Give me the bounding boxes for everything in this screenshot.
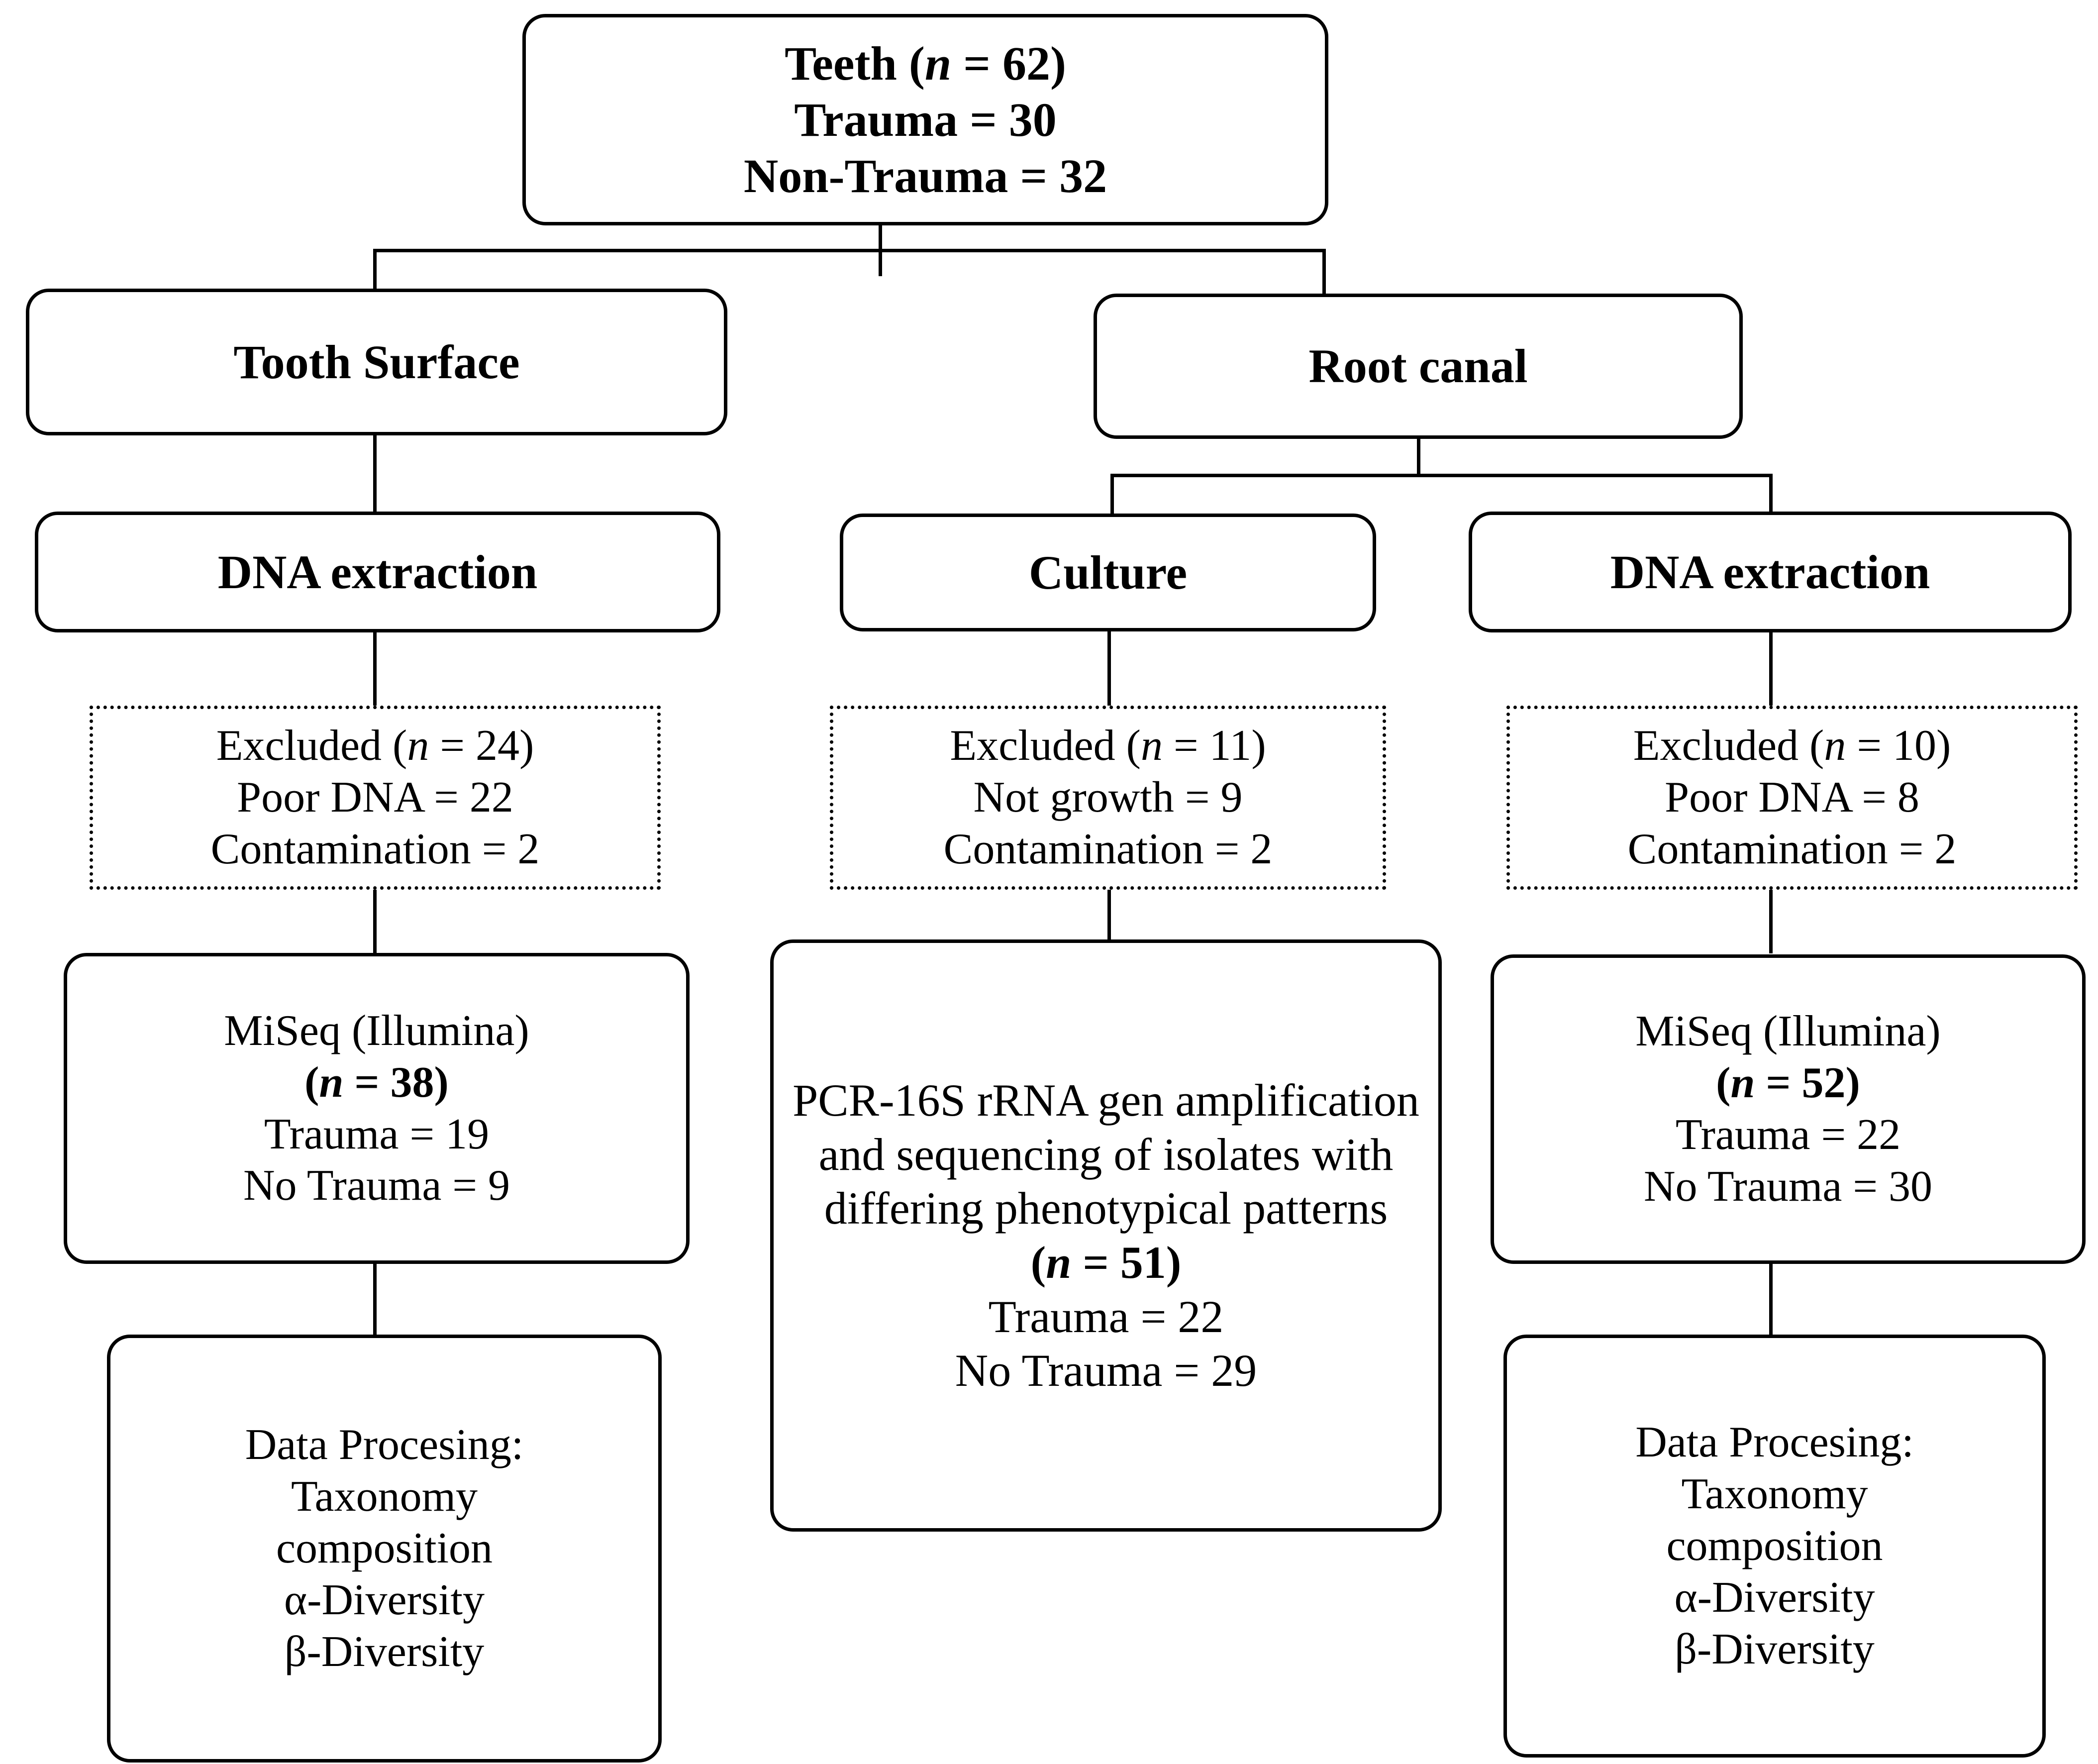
excluded-right-line2: Poor DNA = 8 [1665,773,1919,822]
miseq-left-n-pre: ( [304,1058,319,1107]
node-tooth-surface[interactable]: Tooth Surface [26,289,727,435]
pcr-body-text: PCR-16S rRNA gen amplification and seque… [793,1075,1419,1234]
connector-to-root-canal [1322,249,1326,294]
dataproc-right-line5: β-Diversity [1675,1625,1875,1673]
node-teeth[interactable]: Teeth (n = 62) Trauma = 30 Non-Trauma = … [522,14,1328,225]
miseq-left-n-post: = 38) [343,1058,449,1107]
node-pcr-center[interactable]: PCR-16S rRNA gen amplification and seque… [770,939,1442,1532]
node-dna-extraction-left[interactable]: DNA extraction [35,512,720,632]
connector-excluded-mid-to-pcr [1107,889,1111,943]
dataproc-right-line3: composition [1666,1522,1883,1570]
root-canal-label: Root canal [1308,339,1528,393]
teeth-line1-pre: Teeth ( [785,36,925,90]
excluded-left-line1-pre: Excluded ( [216,722,407,770]
connector-excluded-right-to-miseq [1769,889,1773,953]
excluded-right-line1-post: = 10) [1846,722,1951,770]
excluded-mid-line1-pre: Excluded ( [950,722,1141,770]
connector-tooth-surface-to-dna [373,434,377,513]
connector-miseq-right-to-dataproc [1769,1264,1773,1336]
teeth-line3: Non-Trauma = 32 [743,149,1107,203]
excluded-mid-line1-n: n [1140,722,1163,770]
dataproc-left-line1: Data Procesing: [245,1421,524,1469]
node-teeth-text: Teeth (n = 62) Trauma = 30 Non-Trauma = … [526,35,1325,205]
excluded-mid-line1-post: = 11) [1162,722,1266,770]
dataproc-left-line3: composition [276,1524,493,1573]
node-root-canal[interactable]: Root canal [1094,294,1743,439]
node-excluded-left[interactable]: Excluded (n = 24) Poor DNA = 22 Contamin… [90,706,661,890]
miseq-right-n-pre: ( [1716,1059,1731,1108]
miseq-left-line4: No Trauma = 9 [243,1161,510,1210]
connector-level2-bar [1110,474,1772,477]
dataproc-right-line1: Data Procesing: [1635,1418,1914,1467]
node-dna-extraction-right[interactable]: DNA extraction [1469,512,2072,632]
excluded-right-line1-pre: Excluded ( [1633,722,1824,770]
dna-extraction-left-label: DNA extraction [217,545,538,599]
connector-to-culture [1110,474,1114,515]
miseq-left-line1: MiSeq (Illumina) [224,1006,529,1055]
node-data-processing-left[interactable]: Data Procesing: Taxonomy composition α-D… [107,1335,662,1763]
excluded-right-line1-n: n [1824,722,1846,770]
connector-miseq-left-to-dataproc [373,1264,377,1336]
pcr-n-post: = 51) [1071,1237,1182,1288]
connector-dna-left-to-excluded [373,631,377,706]
miseq-right-n: n [1730,1059,1755,1108]
connector-culture-to-excluded [1107,631,1111,706]
connector-excluded-left-to-miseq [373,889,377,953]
miseq-left-n: n [319,1058,344,1107]
tooth-surface-label: Tooth Surface [233,335,520,389]
connector-root-canal-down [1417,437,1420,477]
connector-level1-bar [373,249,1326,252]
node-miseq-left[interactable]: MiSeq (Illumina) (n = 38) Trauma = 19 No… [64,953,690,1264]
excluded-right-line3: Contamination = 2 [1627,825,1957,873]
excluded-left-line1-post: = 24) [429,722,534,770]
miseq-right-n-post: = 52) [1755,1059,1860,1108]
dataproc-left-line5: β-Diversity [284,1627,485,1676]
node-data-processing-right[interactable]: Data Procesing: Taxonomy composition α-D… [1503,1335,2046,1758]
excluded-left-line3: Contamination = 2 [210,825,540,873]
pcr-no-trauma: No Trauma = 29 [955,1345,1257,1396]
teeth-line1-n: n [924,36,952,90]
miseq-right-line3: Trauma = 22 [1675,1111,1901,1159]
pcr-trauma: Trauma = 22 [988,1291,1224,1342]
node-culture[interactable]: Culture [840,514,1376,631]
excluded-left-line1-n: n [407,722,429,770]
pcr-n-pre: ( [1030,1237,1046,1288]
node-excluded-mid[interactable]: Excluded (n = 11) Not growth = 9 Contami… [830,706,1386,890]
node-miseq-right[interactable]: MiSeq (Illumina) (n = 52) Trauma = 22 No… [1491,954,2086,1264]
excluded-mid-line2: Not growth = 9 [973,773,1243,822]
excluded-left-line2: Poor DNA = 22 [237,773,513,822]
miseq-left-line3: Trauma = 19 [264,1110,490,1158]
culture-label: Culture [1028,545,1188,599]
dna-extraction-right-label: DNA extraction [1610,545,1930,599]
connector-to-tooth-surface [373,249,377,291]
dataproc-left-line2: Taxonomy [291,1472,478,1521]
teeth-line1-post: = 62) [951,36,1066,90]
miseq-right-line4: No Trauma = 30 [1643,1162,1933,1211]
pcr-n: n [1046,1237,1072,1288]
miseq-right-line1: MiSeq (Illumina) [1635,1007,1941,1056]
teeth-line2: Trauma = 30 [794,93,1057,146]
dataproc-left-line4: α-Diversity [284,1575,485,1624]
connector-dna-right-to-excluded [1769,631,1773,706]
dataproc-right-line2: Taxonomy [1681,1470,1868,1519]
node-excluded-right[interactable]: Excluded (n = 10) Poor DNA = 8 Contamina… [1506,706,2078,890]
connector-to-dna-right [1769,474,1773,513]
excluded-mid-line3: Contamination = 2 [943,825,1273,873]
dataproc-right-line4: α-Diversity [1674,1573,1875,1622]
